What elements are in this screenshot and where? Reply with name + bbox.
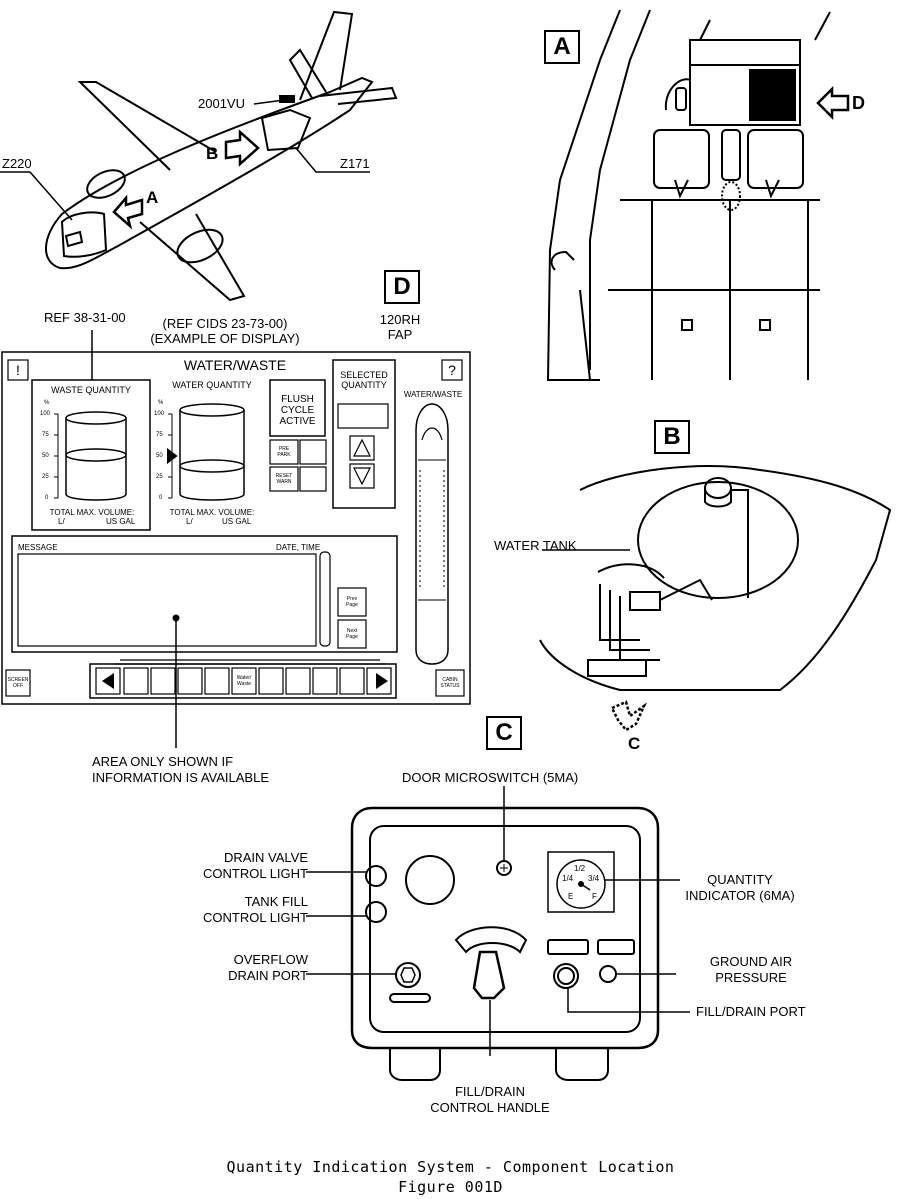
water-percent-unit: % (158, 400, 164, 406)
handle-line2: CONTROL HANDLE (430, 1100, 550, 1115)
door-microswitch-label: DOOR MICROSWITCH (5MA) (402, 770, 579, 785)
fill-drain-port-label: FILL/DRAIN PORT (696, 1004, 806, 1019)
drain-valve-line1: DRAIN VALVE (223, 850, 308, 865)
ref-ata-label: REF 38-31-00 (44, 310, 126, 325)
view-letter-a: A (544, 30, 580, 64)
prev-page-line2[interactable]: Page (346, 602, 358, 608)
zone-z220-label: Z220 (2, 156, 32, 171)
waste-unit-l: L/ (58, 517, 65, 526)
view-letter-b: B (654, 420, 690, 454)
cabin-status-line2[interactable]: STATUS (440, 683, 460, 689)
area-note-line2: INFORMATION IS AVAILABLE (92, 770, 269, 785)
flush-status-line3: ACTIVE (279, 416, 316, 427)
date-time-header: DATE, TIME (276, 543, 321, 552)
waste-unit-gal: US GAL (106, 517, 136, 526)
view-letter-d: D (384, 270, 420, 304)
waste-quantity-title: WASTE QUANTITY (51, 385, 131, 395)
water-unit-l: L/ (186, 517, 193, 526)
view-letter-c: C (486, 716, 522, 750)
figure-caption-title: Quantity Indication System - Component L… (226, 1158, 675, 1176)
gauge-three-quarter: 3/4 (588, 874, 600, 883)
gauge-empty: E (568, 892, 574, 901)
water-waste-key-line1[interactable]: Water/ (236, 675, 252, 681)
waste-tick-0: 0 (45, 495, 49, 501)
water-waste-key-line2[interactable]: Waste (237, 681, 251, 687)
water-tank-label: WATER TANK (494, 538, 577, 553)
pre-park-line1[interactable]: PRE (278, 446, 290, 452)
view-b-illustration (539, 465, 892, 732)
flush-status-line1: FLUSH (281, 394, 314, 405)
handle-line1: FILL/DRAIN (454, 1084, 526, 1099)
water-tick-75: 75 (156, 432, 163, 438)
gauge-full: F (592, 892, 597, 901)
arrow-a-label: A (146, 188, 159, 207)
figure-caption-number: Figure 001D (398, 1178, 503, 1196)
fap-line2: FAP (387, 327, 413, 342)
aircraft-illustration (0, 10, 398, 302)
prev-page-line1[interactable]: Prev (346, 596, 358, 602)
pre-park-line2[interactable]: PARK (277, 452, 291, 458)
water-unit-gal: US GAL (222, 517, 252, 526)
quantity-indicator-line2: INDICATOR (6MA) (685, 888, 795, 903)
water-tick-100: 100 (154, 411, 165, 417)
waste-percent-unit: % (44, 400, 50, 406)
waste-tick-25: 25 (42, 474, 49, 480)
water-tick-50: 50 (156, 453, 163, 459)
screen-off-line2[interactable]: OFF (13, 683, 23, 689)
arrow-b-label: B (206, 144, 219, 163)
ground-air-line1: GROUND AIR (709, 954, 793, 969)
view-a-arrow-d-label: D (852, 93, 865, 113)
quantity-indicator-line1: QUANTITY (707, 872, 773, 887)
tank-fill-line2: CONTROL LIGHT (203, 910, 308, 925)
cabin-status-line1[interactable]: CABIN (442, 677, 458, 683)
zone-z171-label: Z171 (340, 156, 370, 171)
message-header: MESSAGE (18, 543, 58, 552)
reset-warn-line1[interactable]: RESET (275, 473, 293, 479)
fap-line1: 120RH (379, 312, 421, 327)
flush-status-line2: CYCLE (280, 405, 315, 416)
view-a-illustration (546, 9, 831, 381)
next-page-line1[interactable]: Next (346, 628, 358, 634)
alert-button[interactable]: ! (16, 362, 20, 378)
water-level-pointer (167, 448, 178, 464)
gauge-half: 1/2 (574, 864, 586, 873)
water-level-line (179, 459, 245, 473)
waste-tick-75: 75 (42, 432, 49, 438)
ground-air-line2: PRESSURE (715, 970, 787, 985)
selected-quantity-line2: QUANTITY (341, 380, 387, 390)
view-c-illustration (306, 786, 690, 1081)
gauge-quarter: 1/4 (562, 874, 574, 883)
screen-title: WATER/WASTE (183, 357, 287, 373)
reset-warn-line2[interactable]: WARN (276, 479, 292, 485)
next-page-line2[interactable]: Page (346, 634, 358, 640)
waste-tick-100: 100 (40, 411, 51, 417)
overflow-line1: OVERFLOW (233, 952, 308, 967)
view-a-arrow-d-icon (816, 85, 850, 125)
help-button[interactable]: ? (448, 362, 456, 378)
view-b-arrow-c-label: C (628, 734, 641, 753)
water-quantity-title: WATER QUANTITY (172, 380, 252, 390)
tank-fill-line1: TANK FILL (244, 894, 308, 909)
waste-tick-50: 50 (42, 453, 49, 459)
waste-total-volume: TOTAL MAX. VOLUME: (49, 508, 135, 517)
aircraft-water-waste-label: WATER/WASTE (403, 390, 463, 399)
ref-cids-line1: (REF CIDS 23-73-00) (162, 316, 288, 331)
view-d-illustration (1, 330, 471, 748)
water-tick-0: 0 (159, 495, 163, 501)
ref-cids-line2: (EXAMPLE OF DISPLAY) (150, 331, 300, 346)
water-tick-25: 25 (156, 474, 163, 480)
screen-off-line1[interactable]: SCREEN (7, 677, 29, 683)
panel-2001vu-label: 2001VU (198, 96, 245, 111)
area-note-line1: AREA ONLY SHOWN IF (92, 754, 234, 769)
overflow-line2: DRAIN PORT (228, 968, 308, 983)
water-total-volume: TOTAL MAX. VOLUME: (169, 508, 255, 517)
drain-valve-line2: CONTROL LIGHT (203, 866, 308, 881)
selected-quantity-line1: SELECTED (340, 370, 388, 380)
